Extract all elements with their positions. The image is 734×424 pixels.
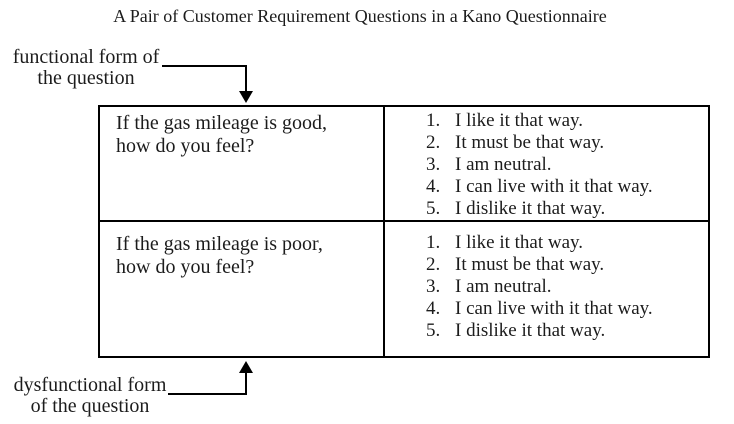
option-item: 1. I like it that way. xyxy=(426,232,704,254)
dysfunctional-form-label: dysfunctional form of the question xyxy=(4,375,176,417)
option-text: I am neutral. xyxy=(455,276,552,297)
up-arrowhead-icon xyxy=(239,361,253,373)
option-item: 5. I dislike it that way. xyxy=(426,320,704,342)
option-text: I like it that way. xyxy=(455,110,584,131)
functional-question-cell: If the gas mileage is good, how do you f… xyxy=(100,107,385,222)
option-text: I am neutral. xyxy=(455,154,552,175)
figure-title: A Pair of Customer Requirement Questions… xyxy=(113,6,607,26)
option-number: 1. xyxy=(426,232,441,253)
option-text: I dislike it that way. xyxy=(455,198,606,219)
option-number: 1. xyxy=(426,110,441,131)
option-number: 2. xyxy=(426,132,441,153)
option-text: I can live with it that way. xyxy=(455,176,653,197)
functional-form-label: functional form of the question xyxy=(6,47,166,89)
dysfunctional-options-cell: 1. I like it that way. 2. It must be tha… xyxy=(385,222,708,356)
option-number: 3. xyxy=(426,276,441,297)
option-item: 5. I dislike it that way. xyxy=(426,198,704,220)
dysfunctional-question-line2: how do you feel? xyxy=(116,256,255,278)
option-item: 3. I am neutral. xyxy=(426,154,704,176)
option-number: 4. xyxy=(426,176,441,197)
option-text: It must be that way. xyxy=(455,254,605,275)
down-arrowhead-icon xyxy=(239,91,253,103)
dysfunctional-question-cell: If the gas mileage is poor, how do you f… xyxy=(100,222,385,356)
option-text: It must be that way. xyxy=(455,132,605,153)
dysfunctional-up-arrow xyxy=(168,361,253,395)
dysfunctional-form-label-line1: dysfunctional form xyxy=(13,374,167,396)
option-item: 4. I can live with it that way. xyxy=(426,298,704,320)
option-number: 3. xyxy=(426,154,441,175)
functional-question-line2: how do you feel? xyxy=(116,135,255,157)
dysfunctional-question-line1: If the gas mileage is poor, xyxy=(116,233,323,255)
option-text: I dislike it that way. xyxy=(455,320,606,341)
option-item: 1. I like it that way. xyxy=(426,110,704,132)
dysfunctional-form-label-line2: of the question xyxy=(30,395,150,417)
functional-down-arrow xyxy=(162,65,253,103)
functional-form-label-line2: the question xyxy=(37,67,135,89)
option-item: 2. It must be that way. xyxy=(426,132,704,154)
functional-question-line1: If the gas mileage is good, xyxy=(116,112,328,134)
option-item: 2. It must be that way. xyxy=(426,254,704,276)
option-number: 4. xyxy=(426,298,441,319)
option-text: I can live with it that way. xyxy=(455,298,653,319)
option-number: 2. xyxy=(426,254,441,275)
option-number: 5. xyxy=(426,198,441,219)
functional-form-label-line1: functional form of xyxy=(12,46,160,68)
option-text: I like it that way. xyxy=(455,232,584,253)
functional-options-cell: 1. I like it that way. 2. It must be tha… xyxy=(385,107,708,222)
option-item: 4. I can live with it that way. xyxy=(426,176,704,198)
option-number: 5. xyxy=(426,320,441,341)
option-item: 3. I am neutral. xyxy=(426,276,704,298)
questionnaire-table: If the gas mileage is good, how do you f… xyxy=(98,105,710,358)
